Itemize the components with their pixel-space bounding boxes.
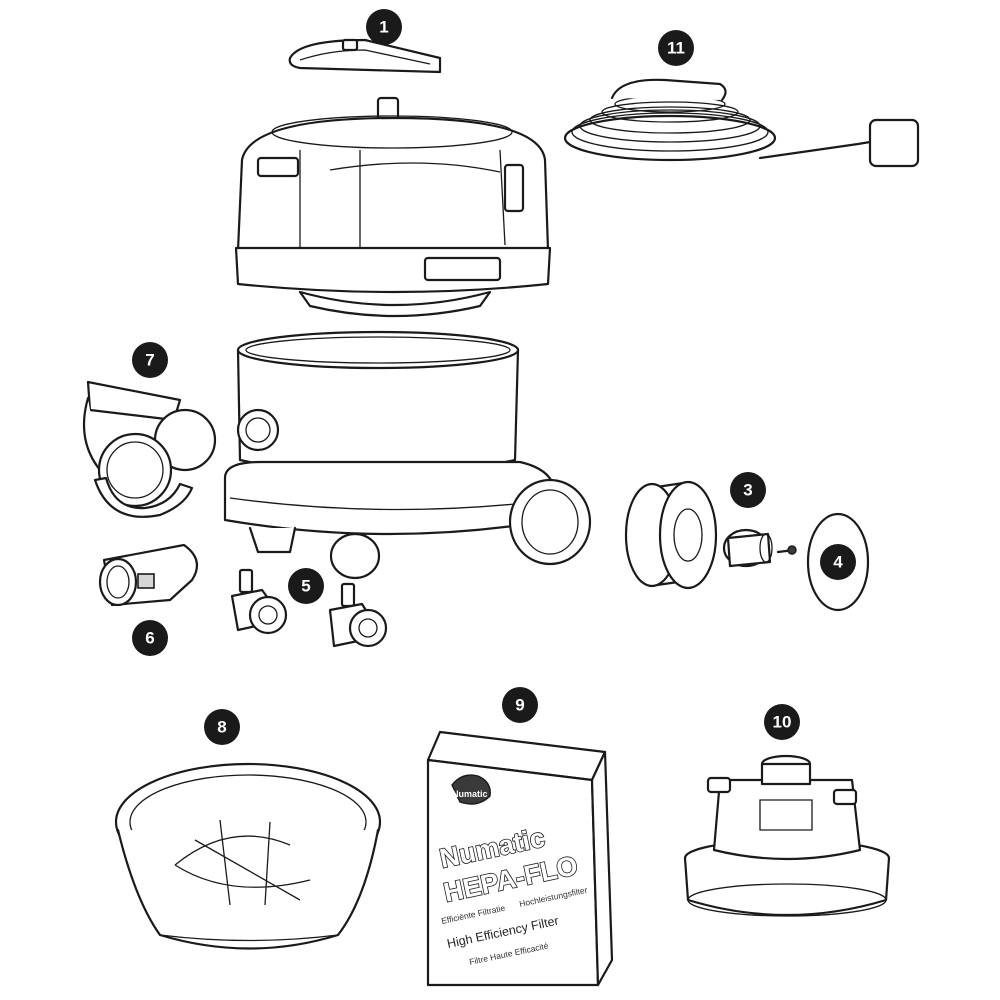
callout-4-badge: 4	[820, 544, 856, 580]
callout-5-badge: 5	[288, 568, 324, 604]
box-logo-text: Numatic	[452, 789, 488, 799]
callout-4-label: 4	[833, 553, 843, 572]
part-10-motor	[683, 754, 891, 917]
part-11-power-cable	[563, 78, 920, 168]
callout-10-badge: 10	[764, 704, 800, 740]
callout-1-badge: 1	[366, 9, 402, 45]
callout-3-label: 3	[743, 481, 752, 500]
callout-3-badge: 3	[730, 472, 766, 508]
callout-2-label: 7	[145, 351, 154, 370]
callout-5-label: 5	[301, 577, 310, 596]
callout-8-badge: 8	[204, 709, 240, 745]
part-8-filter-basket	[114, 762, 382, 950]
callout-1-label: 1	[379, 18, 388, 37]
part-1-handle	[288, 38, 442, 74]
callout-9-badge: 9	[502, 687, 538, 723]
callout-8-label: 8	[217, 718, 226, 737]
callout-11-label: 11	[667, 39, 685, 58]
part-9-hepa-filter-box: Numatic Numatic HEPA-FLO Efficiënte Filt…	[426, 730, 614, 987]
callout-10-label: 10	[773, 713, 792, 732]
callout-9-label: 9	[515, 696, 524, 715]
part-5-castors	[230, 568, 388, 648]
callout-6-badge: 6	[132, 620, 168, 656]
callout-6-label: 6	[145, 629, 154, 648]
part-2-motor-head	[234, 96, 552, 318]
part-6-hose-cuff	[98, 543, 199, 607]
callout-2-badge: 7	[132, 342, 168, 378]
part-3-rear-wheel	[624, 480, 773, 590]
part-7-front-cover	[82, 380, 217, 518]
callout-11-badge: 11	[658, 30, 694, 66]
axle-screw	[776, 545, 797, 555]
tank-body	[223, 330, 592, 580]
